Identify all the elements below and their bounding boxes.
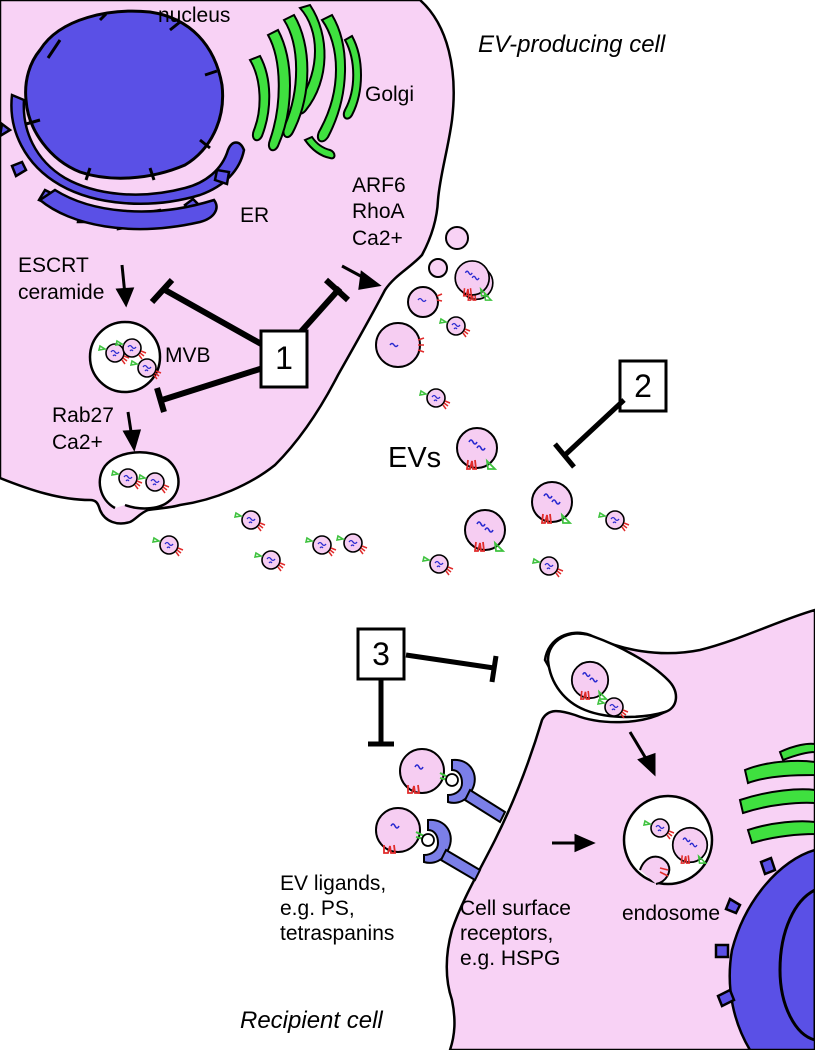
label-arf6: ARF6 <box>352 174 406 197</box>
receptor-complex-1 <box>399 748 507 824</box>
label-ca-top: Ca2+ <box>352 227 403 250</box>
label-recipient-cell: Recipient cell <box>240 1007 383 1034</box>
nucleus-organelle <box>24 9 225 181</box>
label-rab27: Rab27 <box>52 404 114 427</box>
mvb <box>88 320 162 394</box>
label-golgi: Golgi <box>365 83 414 106</box>
label-ev-ligands-2: e.g. PS, <box>280 897 355 920</box>
label-ev-ligands-1: EV ligands, <box>280 872 386 895</box>
endosome <box>622 794 714 886</box>
recipient-golgi <box>738 742 815 845</box>
budding-vesicles <box>375 226 469 368</box>
label-ca-bottom: Ca2+ <box>52 431 103 454</box>
label-er: ER <box>240 204 269 227</box>
svg-text:3: 3 <box>372 636 390 672</box>
label-producing-cell: EV-producing cell <box>478 31 666 58</box>
label-receptors-3: e.g. HSPG <box>460 947 560 970</box>
inhibitor-lines-box1 <box>149 277 351 413</box>
label-receptors-2: receptors, <box>460 922 553 945</box>
inhibitor-lines-box2-3 <box>368 398 626 747</box>
label-evs: EVs <box>388 442 441 474</box>
label-rhoa: RhoA <box>352 200 405 223</box>
label-ceramide: ceramide <box>18 281 104 304</box>
label-endosome: endosome <box>622 902 720 925</box>
macropinocytosis-pocket <box>546 632 678 719</box>
golgi-organelle <box>248 3 362 160</box>
box-2: 2 <box>618 359 668 413</box>
label-ev-ligands-3: tetraspanins <box>280 922 394 945</box>
svg-text:2: 2 <box>634 368 652 404</box>
er-organelle <box>0 93 246 231</box>
svg-text:1: 1 <box>275 340 293 376</box>
fusing-mvb <box>98 451 180 510</box>
pathway-arrows-producing <box>115 264 382 452</box>
box-3: 3 <box>356 627 406 681</box>
label-nucleus: nucleus <box>158 4 230 27</box>
label-mvb: MVB <box>165 344 211 367</box>
box-1: 1 <box>259 329 309 389</box>
receptor-complex-2 <box>375 807 482 882</box>
label-receptors-1: Cell surface <box>460 897 571 920</box>
pathway-arrows-recipient <box>552 731 656 853</box>
recipient-nucleus-er <box>714 848 815 1050</box>
label-escrt: ESCRT <box>18 254 89 277</box>
